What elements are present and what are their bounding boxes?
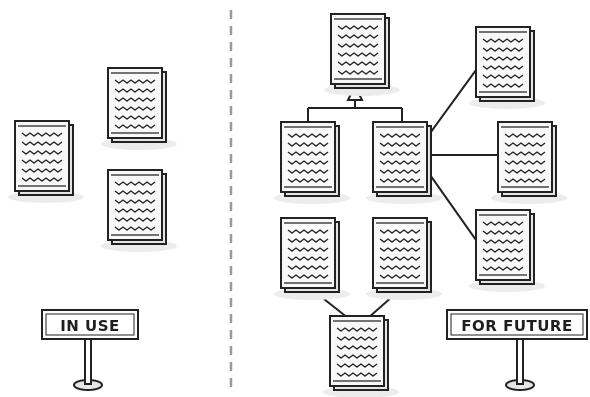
class-doc-icon (468, 209, 546, 293)
connector-bottom-right (427, 171, 477, 241)
signpost-icon: FOR FUTURE (446, 309, 588, 391)
class-doc-icon (100, 169, 178, 253)
connector-top-right (427, 69, 477, 137)
signpost-icon: IN USE (41, 309, 139, 391)
class-doc-icon (365, 121, 443, 205)
class-doc-icon (323, 13, 401, 97)
class-doc-icon (365, 217, 443, 301)
class-doc-icon (7, 120, 85, 204)
class-doc-icon (490, 121, 568, 205)
class-doc-icon (100, 67, 178, 151)
in-use-label: IN USE (60, 317, 120, 335)
class-doc-icon (468, 26, 546, 110)
for-future-label: FOR FUTURE (461, 317, 572, 335)
class-doc-icon (322, 315, 400, 397)
class-doc-icon (273, 217, 351, 301)
class-doc-icon (273, 121, 351, 205)
